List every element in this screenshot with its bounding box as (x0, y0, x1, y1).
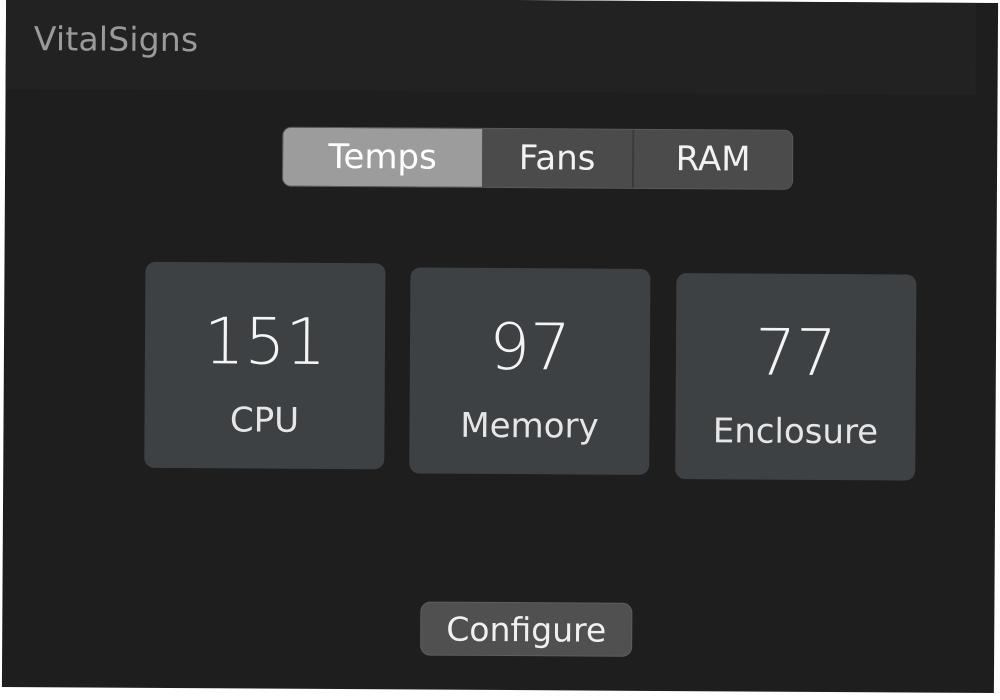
memory-reading-tile: 97 Memory (409, 267, 651, 475)
tab-fans[interactable]: Fans (481, 128, 635, 188)
cpu-reading-tile: 151 CPU (144, 261, 386, 470)
cpu-label: CPU (229, 400, 300, 441)
category-segmented-control: Temps Fans RAM (281, 126, 794, 190)
tab-temps[interactable]: Temps (282, 127, 483, 187)
configure-button[interactable]: Configure (420, 601, 633, 657)
enclosure-reading-tile: 77 Enclosure (675, 273, 917, 481)
cpu-temperature-value: 151 (203, 305, 327, 380)
memory-label: Memory (460, 405, 599, 447)
memory-temperature-value: 97 (489, 310, 571, 386)
app-title: VitalSigns (33, 19, 199, 60)
enclosure-temperature-value: 77 (755, 316, 837, 392)
title-bar[interactable]: VitalSigns (5, 0, 977, 95)
tab-ram[interactable]: RAM (633, 129, 793, 189)
enclosure-label: Enclosure (712, 411, 879, 453)
